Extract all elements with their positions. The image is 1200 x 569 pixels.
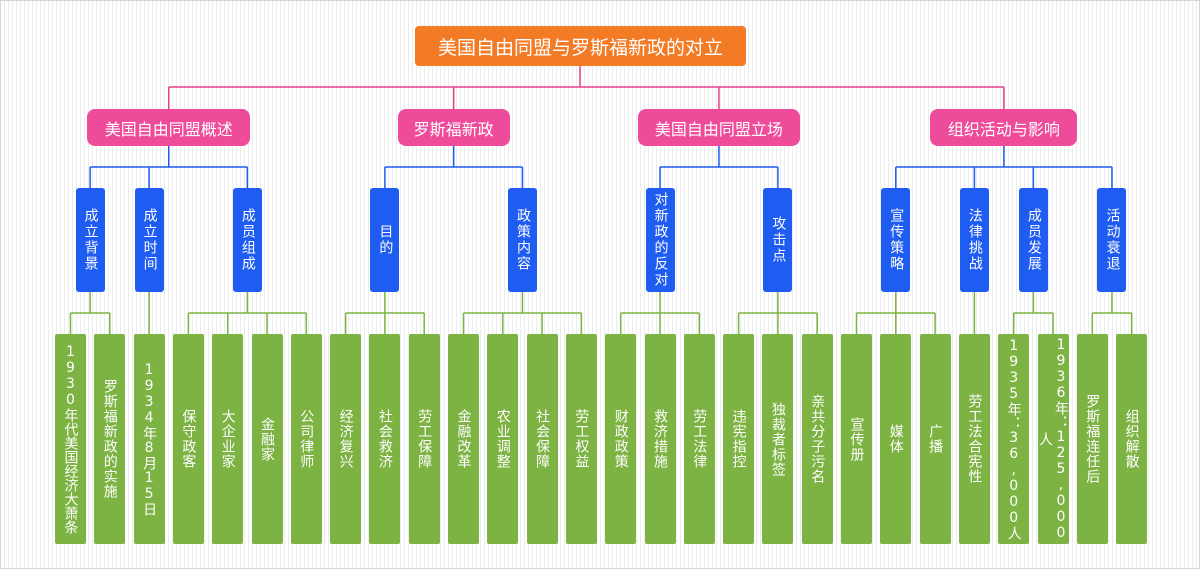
leaf-node[interactable]: 宣传册	[841, 334, 872, 544]
leaf-node-label: 1930年代美国经济大萧条	[62, 344, 79, 534]
leaf-node[interactable]: 罗斯福连任后	[1076, 334, 1108, 544]
leaf-node-label: 劳工权益	[573, 409, 590, 469]
leaf-node[interactable]: 1935年：36,000人	[998, 334, 1030, 544]
leaf-node[interactable]: 农业调整	[487, 334, 519, 544]
leaf-node-label: 农业调整	[494, 409, 511, 469]
leaf-node-label: 媒体	[887, 424, 904, 454]
sub-topic[interactable]: 政策内容	[507, 188, 537, 292]
sub-topic[interactable]: 成员发展	[1018, 188, 1048, 292]
leaf-node[interactable]: 亲共分子污名	[801, 334, 833, 544]
sub-topic[interactable]: 成立时间	[134, 188, 164, 292]
sub-topic[interactable]: 活动衰退	[1097, 188, 1127, 292]
leaf-node[interactable]: 劳工保障	[408, 334, 440, 544]
sub-topic-label: 目的	[377, 224, 394, 256]
leaf-node-label: 公司律师	[298, 409, 315, 469]
leaf-node-label: 劳工法合宪性	[966, 394, 983, 484]
leaf-node-label: 1935年：36,000人	[1005, 338, 1022, 540]
leaf-node[interactable]: 大企业家	[212, 334, 244, 544]
leaf-node[interactable]: 1930年代美国经济大萧条	[55, 334, 86, 544]
branch-topic-label: 组织活动与影响	[947, 119, 1060, 139]
leaf-node[interactable]: 广播	[919, 334, 951, 544]
branch-topic[interactable]: 美国自由同盟概述	[87, 109, 251, 146]
leaf-node-label: 大企业家	[219, 409, 236, 469]
leaf-node[interactable]: 公司律师	[290, 334, 322, 544]
leaf-node-label: 罗斯福新政的实施	[101, 379, 118, 499]
leaf-node-label: 独裁者标签	[769, 401, 786, 477]
leaf-node-label: 保守政客	[180, 409, 197, 469]
leaf-node-label: 劳工法律	[691, 409, 708, 469]
sub-topic-label: 对新政的反对	[652, 192, 669, 288]
leaf-node[interactable]: 1936年：125,000人	[1037, 334, 1069, 544]
leaf-node-label: 救济措施	[652, 409, 668, 469]
sub-topic[interactable]: 法律挑战	[959, 188, 989, 292]
sub-topic[interactable]: 目的	[370, 188, 400, 292]
branch-topic-label: 美国自由同盟立场	[654, 119, 783, 139]
leaf-node[interactable]: 违宪指控	[723, 334, 755, 544]
branch-topic-label: 罗斯福新政	[413, 119, 494, 139]
sub-topic-label: 成员发展	[1025, 208, 1042, 272]
leaf-node-label: 违宪指控	[730, 409, 747, 469]
leaf-node-label: 金融家	[259, 416, 275, 462]
leaf-node-label: 罗斯福连任后	[1084, 394, 1101, 484]
sub-topic[interactable]: 成员组成	[232, 188, 262, 292]
sub-topic-label: 法律挑战	[966, 208, 983, 272]
branch-topic-label: 美国自由同盟概述	[104, 119, 233, 139]
leaf-node-label: 劳工保障	[416, 409, 433, 469]
leaf-node[interactable]: 劳工权益	[565, 334, 597, 544]
sub-topic-label: 成员组成	[239, 208, 256, 272]
leaf-node-label: 经济复兴	[337, 409, 354, 469]
sub-topic[interactable]: 宣传策略	[881, 188, 911, 292]
sub-topic-label: 政策内容	[514, 208, 531, 272]
sub-topic[interactable]: 成立背景	[75, 188, 105, 292]
leaf-node-label: 社会救济	[376, 409, 393, 469]
branch-topic[interactable]: 美国自由同盟立场	[637, 109, 800, 146]
leaf-node-label: 组织解散	[1123, 409, 1140, 469]
leaf-node[interactable]: 独裁者标签	[762, 334, 794, 544]
leaf-node[interactable]: 经济复兴	[330, 334, 362, 544]
leaf-node-label: 1934年8月15日	[141, 362, 158, 516]
leaf-node-label: 1936年：125,000人	[1037, 337, 1069, 541]
leaf-node[interactable]: 媒体	[880, 334, 912, 544]
leaf-node-label: 社会保障	[534, 409, 551, 469]
leaf-node[interactable]: 保守政客	[172, 334, 204, 544]
leaf-node[interactable]: 1934年8月15日	[133, 334, 165, 544]
leaf-node-label: 广播	[927, 424, 944, 454]
leaf-node-label: 宣传册	[848, 416, 865, 462]
leaf-node[interactable]: 救济措施	[644, 334, 676, 544]
leaf-node[interactable]: 社会救济	[369, 334, 401, 544]
leaf-node[interactable]: 组织解散	[1116, 334, 1148, 544]
leaf-node[interactable]: 社会保障	[526, 334, 558, 544]
leaf-node-label: 金融改革	[455, 409, 472, 469]
sub-topic[interactable]: 攻击点	[763, 188, 793, 292]
leaf-node[interactable]: 金融改革	[448, 334, 479, 544]
sub-topic-label: 活动衰退	[1104, 208, 1121, 272]
sub-topic-label: 成立背景	[82, 208, 99, 272]
root-topic[interactable]: 美国自由同盟与罗斯福新政的对立	[415, 26, 746, 66]
leaf-node[interactable]: 财政政策	[605, 334, 637, 544]
leaf-node[interactable]: 罗斯福新政的实施	[94, 334, 126, 544]
sub-topic-label: 攻击点	[770, 216, 787, 264]
leaf-node[interactable]: 劳工法合宪性	[958, 334, 990, 544]
sub-topic[interactable]: 对新政的反对	[645, 188, 675, 292]
branch-topic[interactable]: 罗斯福新政	[397, 109, 510, 146]
leaf-node[interactable]: 劳工法律	[683, 334, 715, 544]
leaf-node-label: 财政政策	[612, 409, 629, 469]
leaf-node[interactable]: 金融家	[251, 334, 283, 544]
branch-topic[interactable]: 组织活动与影响	[930, 109, 1078, 146]
sub-topic-label: 宣传策略	[888, 208, 905, 272]
leaf-node-label: 亲共分子污名	[809, 394, 826, 484]
sub-topic-label: 成立时间	[141, 208, 158, 272]
